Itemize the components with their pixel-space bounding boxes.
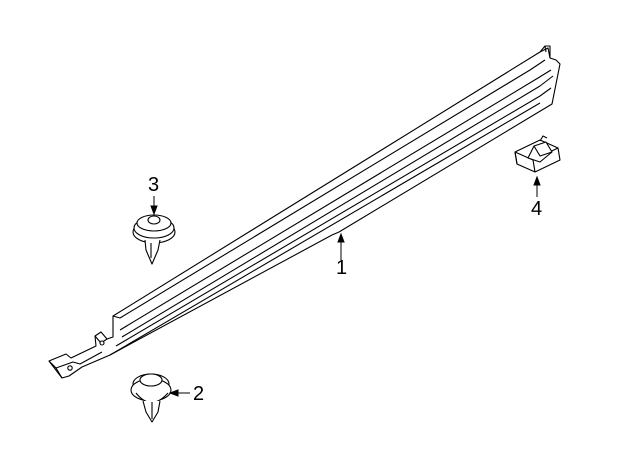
leader-line-3 — [151, 196, 157, 214]
callout-number-1: 1 — [336, 257, 348, 279]
push-clip[interactable] — [131, 374, 171, 422]
clip-nut[interactable] — [515, 136, 560, 172]
callout-number-4: 4 — [531, 198, 543, 220]
callout-number-2: 2 — [193, 383, 205, 405]
callout-number-3: 3 — [148, 174, 160, 196]
leader-line-1 — [338, 234, 344, 260]
leader-line-2 — [170, 390, 190, 396]
rocker-molding[interactable] — [49, 46, 560, 378]
leader-line-4 — [534, 177, 540, 197]
retainer-clip[interactable] — [133, 215, 175, 264]
